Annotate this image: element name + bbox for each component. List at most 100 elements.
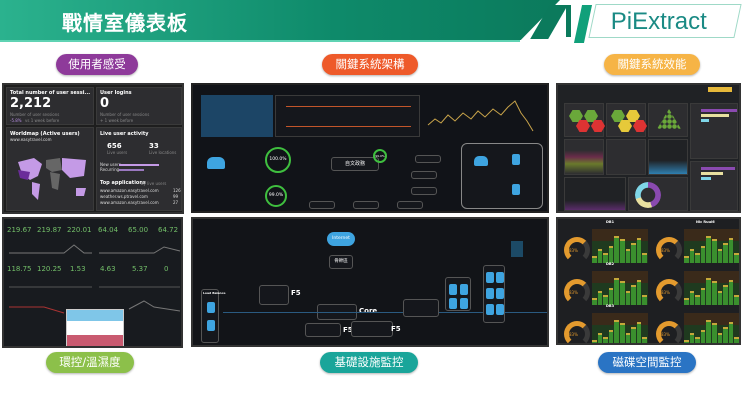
chart-tile bbox=[564, 177, 626, 211]
tile-sub: Number of user sessions bbox=[10, 112, 60, 117]
tile-title: Live user activity bbox=[100, 131, 149, 137]
disk-bar bbox=[597, 333, 603, 343]
server-group bbox=[483, 265, 505, 323]
gauge-value: 83% bbox=[569, 290, 578, 295]
header-badge bbox=[708, 87, 732, 92]
disk-bar bbox=[695, 336, 700, 343]
section-pill-environment: 環控/溫濕度 bbox=[46, 352, 134, 373]
section-pill-disk-space: 磁碟空間監控 bbox=[598, 352, 696, 373]
disk-gauge bbox=[656, 279, 682, 305]
live-users-label: Live users bbox=[107, 150, 128, 155]
service-node bbox=[411, 171, 437, 179]
disk-bar bbox=[712, 239, 717, 263]
current-value: 0 bbox=[164, 265, 169, 273]
disk-bar bbox=[695, 252, 700, 263]
disk-bar bbox=[684, 256, 689, 263]
app-name: www.amazon.easytravel.com bbox=[100, 200, 159, 205]
header-underline bbox=[0, 40, 520, 42]
load-balancer-group: Load Balance bbox=[201, 289, 226, 343]
load-balancer-label: Load Balance bbox=[203, 291, 226, 295]
gauge-value: 83% bbox=[569, 248, 578, 253]
row-title: DB3 bbox=[606, 304, 615, 308]
disk-bar bbox=[689, 291, 695, 305]
voltage-value: 219.67 bbox=[7, 226, 32, 234]
current-value: 64.04 bbox=[98, 226, 119, 234]
piextract-logo: PiExtract bbox=[588, 4, 742, 38]
chart-tile bbox=[606, 139, 646, 175]
worldmap-tile: Worldmap (Active users) www.easytravel.c… bbox=[6, 127, 94, 211]
disk-usage-chart bbox=[684, 271, 739, 305]
service-node bbox=[415, 155, 441, 163]
disk-bar bbox=[728, 321, 734, 343]
timeseries-chart bbox=[275, 95, 420, 137]
sessions-tile: Total number of user sessi... 2,212 Numb… bbox=[6, 87, 94, 125]
gauge-value: 83% bbox=[569, 332, 578, 337]
gauge-value: 83% bbox=[661, 290, 670, 295]
section-pill-infrastructure: 基礎設施監控 bbox=[320, 352, 418, 373]
f5-group bbox=[259, 285, 289, 305]
disk-gauge bbox=[564, 279, 590, 305]
service-node bbox=[353, 201, 379, 209]
disk-bar bbox=[620, 239, 625, 263]
disk-bar bbox=[642, 252, 647, 263]
line-chart bbox=[427, 100, 534, 132]
disk-bar bbox=[625, 291, 631, 305]
disk-bar bbox=[642, 336, 647, 343]
central-status: 99.0% bbox=[373, 149, 387, 163]
map-domain: www.easytravel.com bbox=[10, 137, 52, 142]
disk-bar bbox=[603, 252, 608, 263]
app-value: 27 bbox=[173, 200, 179, 205]
section-pill-system-performance: 關鍵系統效能 bbox=[604, 54, 700, 75]
tile-title: Total number of user sessi... bbox=[10, 90, 91, 96]
new-users-bar bbox=[119, 164, 159, 166]
top-list-tile bbox=[690, 161, 738, 211]
disk-bar bbox=[734, 252, 739, 263]
disk-bar bbox=[631, 326, 636, 343]
disk-bar bbox=[631, 242, 636, 263]
live-locations-label: Live locations bbox=[149, 150, 177, 155]
disk-bar bbox=[717, 291, 723, 305]
disk-usage-chart bbox=[592, 271, 648, 305]
storage-rack bbox=[511, 241, 523, 257]
disk-bar bbox=[608, 288, 614, 305]
disk-bar bbox=[734, 294, 739, 305]
users-icon bbox=[207, 157, 225, 169]
disk-bar bbox=[614, 319, 619, 343]
disk-bar bbox=[614, 277, 619, 305]
disk-bar bbox=[592, 256, 597, 263]
tile-sub: vs 1 week before bbox=[25, 118, 60, 123]
top-list-tile bbox=[690, 103, 738, 159]
current-value: 64.72 bbox=[158, 226, 179, 234]
switch-group bbox=[403, 299, 439, 317]
disk-bar bbox=[608, 330, 614, 343]
server-group bbox=[445, 277, 471, 311]
disk-bar bbox=[625, 333, 631, 343]
disk-bar bbox=[706, 277, 711, 305]
app-name: www.amazon.easytravel.com bbox=[100, 188, 159, 193]
current-value: 4.63 bbox=[100, 265, 116, 273]
disk-gauge bbox=[656, 321, 682, 343]
gateway-node: 100.0% bbox=[265, 147, 291, 173]
status-map bbox=[201, 95, 273, 137]
voltage-value: 219.87 bbox=[37, 226, 62, 234]
disk-bar bbox=[603, 294, 608, 305]
top-apps-title: Top applications bbox=[100, 180, 146, 186]
recurring-bar bbox=[119, 169, 144, 171]
chart-tile bbox=[564, 139, 604, 175]
performance-dashboard bbox=[556, 83, 741, 213]
app-value: 126 bbox=[173, 188, 181, 193]
disk-bar bbox=[636, 321, 642, 343]
new-users-label: New users bbox=[100, 162, 121, 167]
infrastructure-dashboard: Internet 骨幹區 Load Balance F5 Core F5 F5 bbox=[191, 217, 549, 347]
sessions-change: -5.8% bbox=[10, 118, 22, 123]
tile-sub: + 1 week before bbox=[100, 118, 134, 123]
disk-bar bbox=[695, 294, 700, 305]
disk-bar bbox=[597, 291, 603, 305]
temperature-humidity-popup bbox=[66, 309, 124, 346]
disk-bar bbox=[636, 237, 642, 263]
central-system-node: 自文政務 bbox=[331, 157, 379, 171]
top-apps-sub: by live users bbox=[141, 181, 167, 186]
disk-bar bbox=[592, 340, 597, 343]
disk-gauge bbox=[564, 237, 590, 263]
gauge-value: 83% bbox=[661, 248, 670, 253]
